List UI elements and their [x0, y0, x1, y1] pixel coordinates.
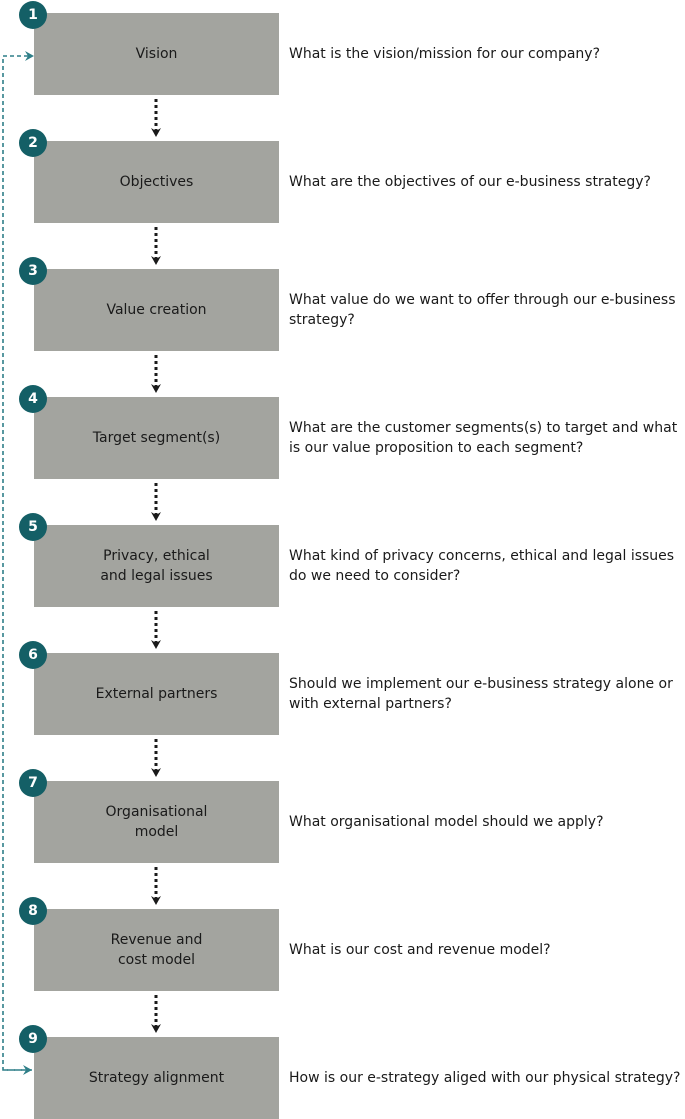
- step-number-badge: 8: [19, 897, 47, 925]
- step-label: Privacy, ethical and legal issues: [100, 548, 213, 584]
- step-box-1: Vision: [34, 13, 279, 95]
- step-label: Strategy alignment: [88, 1070, 225, 1086]
- step-label: Revenue and cost model: [110, 932, 203, 968]
- step-number-badge: 7: [19, 769, 47, 797]
- step-question: What are the customer segments(s) to tar…: [289, 397, 683, 479]
- step-box-4: Target segment(s): [34, 397, 279, 479]
- step-question: What organisational model should we appl…: [289, 781, 683, 863]
- step-box-3: Value creation: [34, 269, 279, 351]
- step-question-text: What value do we want to offer through o…: [289, 292, 676, 328]
- step-number-badge: 3: [19, 257, 47, 285]
- step-box-7: Organisational model: [34, 781, 279, 863]
- step-question-text: What are the objectives of our e-busines…: [289, 174, 651, 190]
- step-number-badge: 6: [19, 641, 47, 669]
- step-question-text: What are the customer segments(s) to tar…: [289, 420, 678, 456]
- step-question-text: What organisational model should we appl…: [289, 814, 604, 830]
- step-number-badge: 9: [19, 1025, 47, 1053]
- step-box-5: Privacy, ethical and legal issues: [34, 525, 279, 607]
- step-box-6: External partners: [34, 653, 279, 735]
- step-question-text: Should we implement our e-business strat…: [289, 676, 673, 712]
- step-question-text: What is the vision/mission for our compa…: [289, 46, 601, 62]
- step-question-text: How is our e-strategy aliged with our ph…: [289, 1070, 681, 1086]
- step-label: Vision: [135, 46, 178, 62]
- step-number-badge: 5: [19, 513, 47, 541]
- step-number-badge: 4: [19, 385, 47, 413]
- step-box-2: Objectives: [34, 141, 279, 223]
- step-question: What is the vision/mission for our compa…: [289, 13, 683, 95]
- step-number-badge: 1: [19, 1, 47, 29]
- step-label: Value creation: [106, 302, 207, 318]
- step-number-badge: 2: [19, 129, 47, 157]
- step-question: What kind of privacy concerns, ethical a…: [289, 525, 683, 607]
- feedback-loop-line: [2, 51, 34, 1071]
- step-question: Should we implement our e-business strat…: [289, 653, 683, 735]
- step-question: How is our e-strategy aliged with our ph…: [289, 1037, 683, 1119]
- step-label: Organisational model: [105, 804, 208, 840]
- step-label: Objectives: [119, 174, 194, 190]
- step-box-9: Strategy alignment: [34, 1037, 279, 1119]
- step-question: What value do we want to offer through o…: [289, 269, 683, 351]
- step-question: What are the objectives of our e-busines…: [289, 141, 683, 223]
- step-label: Target segment(s): [92, 430, 221, 446]
- step-question: What is our cost and revenue model?: [289, 909, 683, 991]
- step-label: External partners: [95, 686, 218, 702]
- step-question-text: What is our cost and revenue model?: [289, 942, 551, 958]
- step-box-8: Revenue and cost model: [34, 909, 279, 991]
- step-question-text: What kind of privacy concerns, ethical a…: [289, 548, 675, 584]
